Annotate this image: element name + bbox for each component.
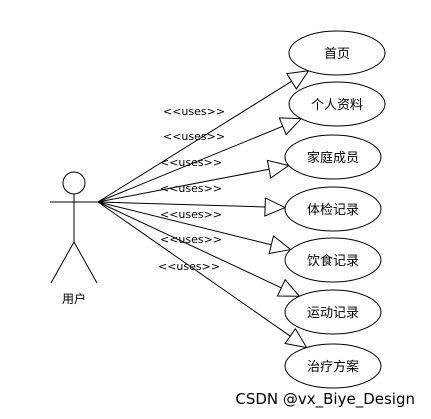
uses-arrowhead	[264, 197, 287, 217]
uses-arrowhead	[286, 70, 310, 90]
uses-arrowhead	[284, 327, 308, 349]
use-case-ellipse	[288, 81, 386, 127]
use-case-ellipse	[284, 186, 382, 232]
uses-link-line	[97, 125, 283, 203]
uses-stereotype-label: <<uses>>	[160, 233, 222, 246]
uses-stereotype-label: <<uses>>	[163, 105, 225, 118]
use-case-ellipse	[284, 343, 382, 389]
use-case-label: 治疗方案	[307, 359, 359, 375]
use-case-label: 首页	[324, 47, 350, 62]
uses-stereotypes: <<uses>> <<uses>> <<uses>> <<uses>> <<uses>>…	[158, 105, 225, 273]
use-case-label: 运动记录	[307, 306, 359, 321]
uses-stereotype-label: <<uses>>	[163, 130, 225, 143]
actor-left-leg	[50, 241, 75, 284]
uses-link-line	[97, 168, 270, 203]
actor-right-leg	[73, 241, 98, 284]
uses-stereotype-label: <<uses>>	[160, 156, 222, 169]
use-case-label: 个人资料	[311, 98, 363, 113]
use-case-ellipse	[288, 30, 386, 76]
use-case-label: 饮食记录	[307, 253, 359, 269]
uses-link-line	[97, 201, 272, 246]
uses-arrowhead	[278, 117, 303, 136]
actor-label: 用户	[62, 291, 86, 306]
watermark: CSDN @vx_Biye_Design	[235, 390, 415, 409]
use-case-ellipse	[284, 134, 382, 180]
uses-stereotype-label: <<uses>>	[160, 182, 222, 195]
use-case-ellipse	[284, 237, 382, 283]
uses-arrowhead	[276, 278, 301, 297]
uses-link-line	[97, 201, 282, 289]
uses-link-line	[97, 201, 266, 208]
uses-arrowhead	[268, 235, 292, 255]
use-case-label: 体检记录	[307, 203, 359, 218]
uses-link-line	[97, 201, 291, 337]
use-case-ellipse	[284, 289, 382, 335]
uses-stereotype-label: <<uses>>	[160, 208, 222, 221]
actor-figure	[50, 171, 98, 284]
uses-link-line	[97, 80, 292, 203]
use-case-label: 家庭成员	[307, 150, 359, 166]
uses-links	[97, 70, 310, 349]
uses-stereotype-label: <<uses>>	[158, 260, 220, 273]
uses-arrowhead	[266, 159, 290, 179]
actor-head	[62, 171, 86, 195]
